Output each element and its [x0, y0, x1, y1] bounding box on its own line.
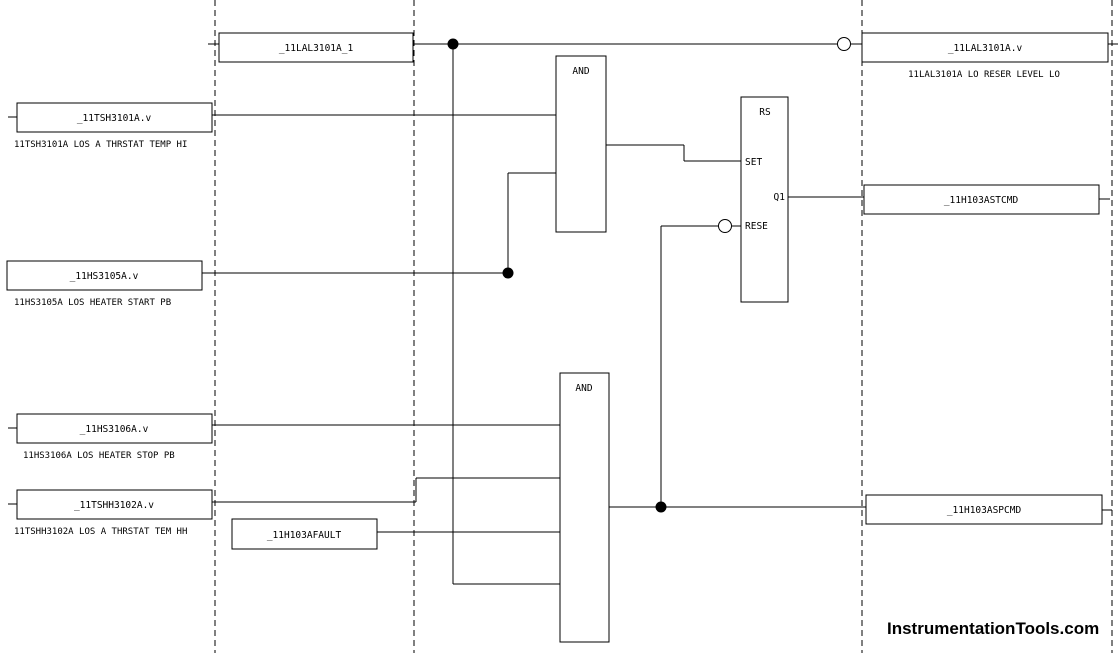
rs-set-pin: SET — [745, 157, 762, 168]
tag-lal3101a-output[interactable]: _11LAL3101A.v — [861, 32, 1109, 63]
tag-h103aspcmd[interactable]: _11H103ASPCMD — [865, 494, 1103, 525]
tag-label: _11LAL3101A.v — [948, 43, 1023, 54]
tag-label: _11LAL3101A_1 — [279, 43, 354, 54]
tag-label: _11TSH3101A.v — [77, 113, 152, 124]
column-dividers — [214, 0, 1113, 653]
tag-label: _11H103ASPCMD — [947, 505, 1022, 516]
rs-reset-pin: RESE — [745, 221, 768, 232]
tag-lal3101a-internal[interactable]: _11LAL3101A_1 — [218, 32, 414, 63]
and-gate-label: AND — [572, 66, 589, 77]
tag-description: 11HS3106A LOS HEATER STOP PB — [23, 451, 175, 461]
rs-flipflop[interactable]: RS SET RESE Q1 — [740, 96, 789, 303]
rs-q1-pin: Q1 — [774, 192, 786, 203]
tag-description: 11HS3105A LOS HEATER START PB — [14, 298, 171, 308]
tag-description: 11LAL3101A LO RESER LEVEL LO — [908, 70, 1060, 80]
tag-label: _11HS3106A.v — [80, 424, 149, 435]
junction-dot — [502, 267, 514, 279]
tag-description: 11TSH3101A LOS A THRSTAT TEMP HI — [14, 140, 187, 150]
tag-hs3105a[interactable]: _11HS3105A.v — [6, 260, 203, 291]
and-gate-label: AND — [575, 383, 592, 394]
tag-tshh3102a[interactable]: _11TSHH3102A.v — [16, 489, 213, 520]
watermark: InstrumentationTools.com — [887, 619, 1099, 638]
junction-dot — [655, 501, 667, 513]
tag-h103astcmd[interactable]: _11H103ASTCMD — [863, 184, 1100, 215]
tag-hs3106a[interactable]: _11HS3106A.v — [16, 413, 213, 444]
tag-label: _11H103ASTCMD — [944, 195, 1019, 206]
and-gate-2[interactable]: AND — [559, 372, 610, 643]
inverter-circle-lal — [837, 37, 851, 51]
tag-description: 11TSHH3102A LOS A THRSTAT TEM HH — [14, 527, 187, 537]
wires — [8, 43, 1118, 585]
junction-dot — [447, 38, 459, 50]
tag-label: _11TSHH3102A.v — [74, 500, 154, 511]
rs-title: RS — [759, 107, 771, 118]
and-gate-1[interactable]: AND — [555, 55, 607, 233]
tag-label: _11HS3105A.v — [70, 271, 139, 282]
tag-h103afault[interactable]: _11H103AFAULT — [231, 518, 378, 550]
tag-tsh3101a[interactable]: _11TSH3101A.v — [16, 102, 213, 133]
inverter-circle-reset — [718, 219, 732, 233]
junctions — [447, 38, 667, 513]
tag-label: _11H103AFAULT — [267, 530, 342, 541]
